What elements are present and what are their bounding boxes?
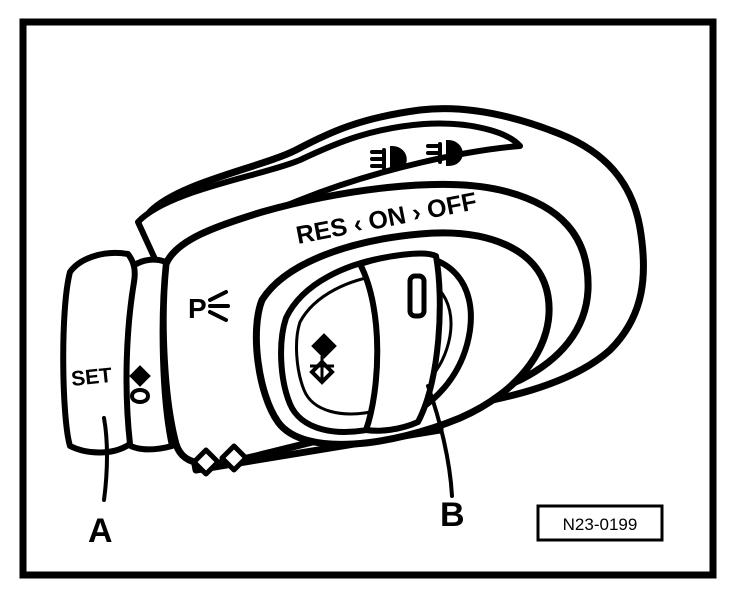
set-button: [60, 250, 138, 456]
figure-border: [19, 18, 717, 579]
parking-light-label: P: [188, 293, 207, 324]
callout-b: B: [440, 496, 465, 534]
parking-light-indicator: P: [188, 290, 230, 324]
set-label: SET: [70, 364, 113, 391]
knob-pointer: [407, 273, 427, 319]
figure-id: N23-0199: [563, 515, 638, 534]
front-fog-light-icon: [370, 145, 407, 173]
figure-id-box: N23-0199: [536, 504, 664, 542]
side-light-icon: [191, 443, 249, 477]
rotary-light-switch: [252, 229, 553, 448]
set-button-symbol-icon: [129, 365, 151, 404]
callout-leaders: [102, 384, 454, 502]
callout-b-leader: [426, 384, 454, 498]
callout-a: A: [88, 512, 113, 550]
rear-fog-light-icon: [426, 139, 463, 167]
callout-a-leader: [102, 416, 109, 502]
parking-light-rays-icon: [208, 290, 230, 322]
fog-light-switch-icon: [309, 333, 337, 385]
fog-light-symbols: [370, 139, 463, 173]
